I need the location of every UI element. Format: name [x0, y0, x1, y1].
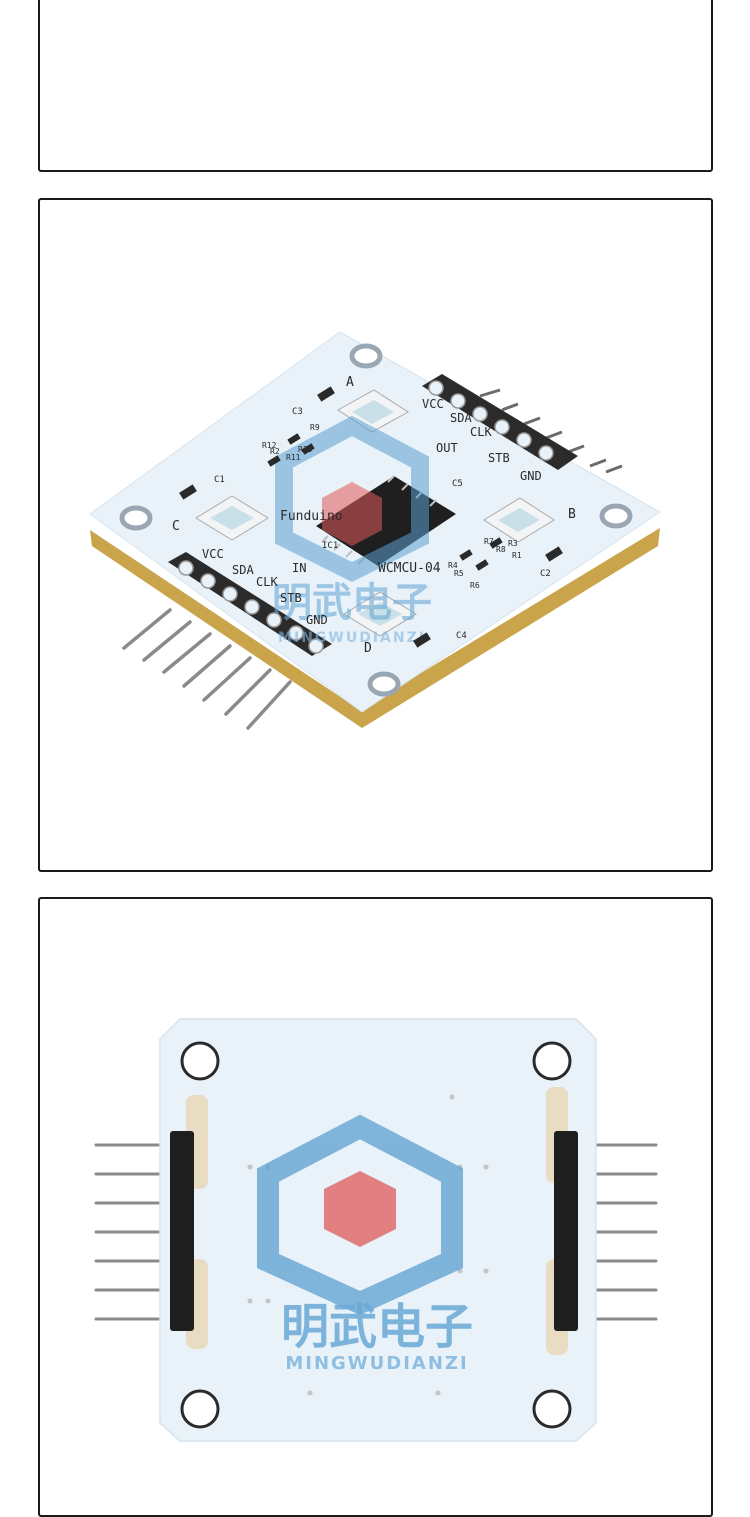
cap-label-c1: C1: [214, 475, 225, 485]
out-pin-sda: SDA: [450, 411, 472, 425]
res-label-r1: R1: [512, 551, 522, 560]
in-pin-stb: STB: [280, 591, 302, 605]
cap-label-c5: C5: [452, 479, 463, 489]
in-pin-clk: CLK: [256, 575, 278, 589]
res-label-r3: R3: [508, 539, 518, 548]
res-label-r2: R2: [270, 447, 280, 456]
led-label-d: D: [364, 641, 372, 656]
back-watermark-chinese: 明武电子: [281, 1299, 473, 1355]
res-label-r9: R9: [310, 423, 320, 432]
res-label-r8: R8: [496, 545, 506, 554]
led-label-a: A: [346, 375, 354, 390]
back-mounting-holes: [180, 1041, 572, 1429]
board-back-illustration: 明武电子 MINGWUDIANZI: [94, 1018, 658, 1442]
silkscreen: A B C D VCC SDA CLK STB GND IN VCC SDA C…: [172, 375, 576, 656]
right-header-pins: [479, 388, 623, 474]
brand-label: Funduino: [280, 509, 343, 524]
in-pin-sda: SDA: [232, 563, 254, 577]
smd-components: [179, 386, 563, 648]
out-pin-clk: CLK: [470, 425, 492, 439]
in-pin-vcc: VCC: [202, 547, 224, 561]
cap-label-c3: C3: [292, 407, 303, 417]
led-label-c: C: [172, 519, 180, 534]
out-pin-stb: STB: [488, 451, 510, 465]
image-panel-board-back: 明武电子 MINGWUDIANZI: [38, 897, 713, 1517]
back-watermark-logo: [257, 1114, 463, 1316]
res-label-r11: R11: [286, 453, 301, 462]
out-pin-gnd: GND: [520, 469, 542, 483]
header-pads: [178, 380, 554, 654]
ic-label: IC1: [322, 541, 338, 551]
in-header-title: IN: [292, 561, 306, 575]
in-pin-gnd: GND: [306, 613, 328, 627]
board-front-illustration: 明武电子 MINGWUDIANZI A B C D VCC SDA CLK ST…: [89, 331, 661, 730]
image-panel-top: [38, 0, 713, 172]
cap-label-c2: C2: [540, 569, 551, 579]
cap-label-c4: C4: [456, 631, 467, 641]
res-label-r12: R12: [262, 441, 277, 450]
led-label-b: B: [568, 507, 576, 522]
led-b: [483, 497, 555, 543]
out-header-title: OUT: [436, 441, 458, 455]
led-c: [195, 495, 269, 541]
left-header-pins: [122, 608, 292, 730]
mounting-holes: [119, 343, 633, 697]
model-label: WCMCU-04: [378, 561, 441, 576]
rgb-leds: [195, 389, 555, 637]
res-label-r7: R7: [484, 537, 494, 546]
back-right-header: [554, 1131, 578, 1331]
res-label-r4: R4: [448, 561, 458, 570]
image-panel-board-front: 明武电子 MINGWUDIANZI A B C D VCC SDA CLK ST…: [38, 198, 713, 872]
back-left-header: [170, 1131, 194, 1331]
res-label-r5: R5: [454, 569, 464, 578]
watermark-chinese: 明武电子: [272, 580, 432, 626]
out-pin-vcc: VCC: [422, 397, 444, 411]
watermark-latin: MINGWUDIANZI: [278, 630, 426, 646]
led-d: [343, 591, 417, 637]
back-watermark-latin: MINGWUDIANZI: [285, 1353, 468, 1374]
watermark-logo: [275, 415, 429, 583]
res-label-r6: R6: [470, 581, 480, 590]
